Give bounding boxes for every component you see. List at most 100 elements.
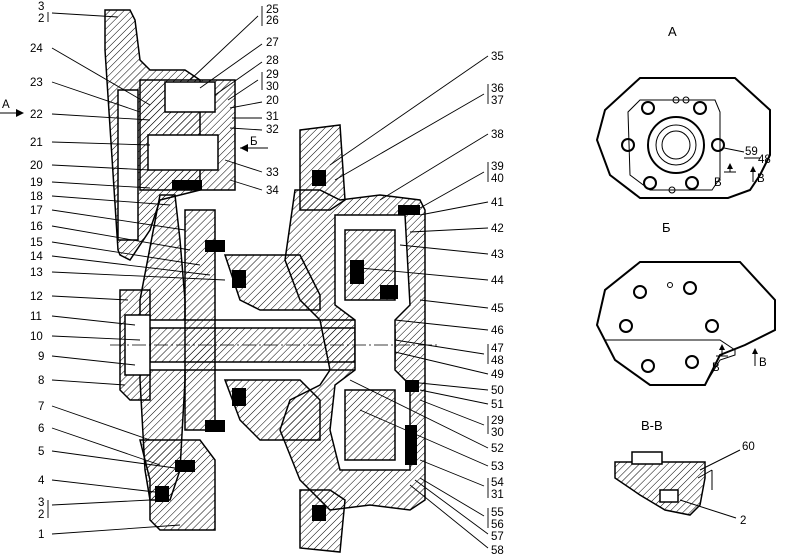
section-label-b: Б — [250, 136, 258, 148]
left-gear-bearing — [205, 240, 225, 252]
label-24: 24 — [30, 43, 43, 55]
label-26: 26 — [266, 15, 279, 27]
view-b-bolt-2 — [683, 281, 697, 295]
view-a-label-v1: В — [714, 177, 722, 189]
label-28: 28 — [266, 55, 279, 67]
view-a-label-v2: В — [757, 173, 765, 185]
label-19: 19 — [30, 177, 43, 189]
view-b-bolt-1 — [633, 285, 647, 299]
label-57: 57 — [491, 531, 504, 543]
view-vv-label-60: 60 — [742, 441, 755, 453]
view-a-plate — [627, 99, 721, 191]
lower-gear-teeth — [175, 460, 195, 472]
view-vv-section — [614, 461, 706, 516]
view-vv-bolt-head — [631, 451, 663, 465]
label-30-right: 30 — [491, 427, 504, 439]
label-23: 23 — [30, 77, 43, 89]
label-36: 36 — [491, 83, 504, 95]
view-vv-leader-2 — [679, 499, 737, 519]
label-39: 39 — [491, 161, 504, 173]
view-a-label-59: 59 — [745, 146, 758, 158]
view-a-bolt-4 — [711, 138, 725, 152]
label-17: 17 — [30, 205, 43, 217]
label-43: 43 — [491, 249, 504, 261]
label-54: 54 — [491, 477, 504, 489]
label-2-bottom: 2 — [38, 509, 44, 521]
view-b-bolt-4 — [705, 319, 719, 333]
label-15: 15 — [30, 237, 43, 249]
label-52: 52 — [491, 443, 504, 455]
label-47: 47 — [491, 343, 504, 355]
label-56: 56 — [491, 519, 504, 531]
gear-ring-top — [299, 124, 346, 211]
right-leaders — [329, 55, 489, 549]
label-32: 32 — [266, 124, 279, 136]
view-vv-title: В-В — [641, 418, 663, 433]
arrow-a-label: А — [2, 99, 10, 111]
view-b: Б В В — [595, 220, 776, 386]
small-bearing-2 — [232, 388, 246, 406]
label-35: 35 — [491, 51, 504, 63]
clutch-bearing — [350, 260, 364, 284]
label-1: 1 — [38, 529, 44, 541]
view-b-bolt-5 — [641, 359, 655, 373]
label-16: 16 — [30, 221, 43, 233]
view-a-label-48: 48 — [758, 154, 771, 166]
view-a-leader-59 — [723, 147, 745, 153]
view-b-title: Б — [662, 220, 671, 235]
label-5: 5 — [38, 446, 44, 458]
clutch-bearing-2 — [380, 285, 398, 299]
view-b-hole — [667, 282, 673, 288]
view-a-bolt-6 — [685, 176, 699, 190]
label-11: 11 — [30, 311, 42, 323]
view-a-hole-3 — [668, 186, 676, 194]
view-a-outline — [595, 77, 771, 199]
label-45: 45 — [491, 303, 504, 315]
label-9: 9 — [38, 351, 44, 363]
label-29-right: 29 — [491, 415, 504, 427]
upper-bearing-2 — [172, 180, 202, 190]
label-10: 10 — [30, 331, 43, 343]
view-a-bolt-2 — [693, 101, 707, 115]
label-42: 42 — [491, 223, 504, 235]
upper-shaft — [147, 134, 219, 171]
view-b-bolt-3 — [619, 319, 633, 333]
right-seal — [398, 205, 420, 215]
view-b-outline — [595, 261, 776, 386]
label-41: 41 — [491, 197, 504, 209]
view-a-hub — [647, 116, 705, 174]
label-40: 40 — [491, 173, 504, 185]
label-34: 34 — [266, 185, 279, 197]
view-a: А 59 48 В В — [595, 24, 771, 199]
label-31-right: 31 — [491, 489, 504, 501]
label-8: 8 — [38, 375, 44, 387]
label-51: 51 — [491, 399, 504, 411]
label-33: 33 — [266, 167, 279, 179]
label-37: 37 — [491, 95, 504, 107]
label-49: 49 — [491, 369, 504, 381]
label-22: 22 — [30, 109, 43, 121]
view-b-plate — [605, 339, 736, 386]
label-20-left: 20 — [30, 160, 43, 172]
right-seal-2 — [405, 425, 417, 465]
view-vv-leader-60 — [699, 449, 741, 471]
label-4: 4 — [38, 475, 45, 487]
bottom-flange — [139, 439, 216, 531]
view-b-label-v1: В — [712, 362, 720, 374]
view-b-bolt-6 — [685, 355, 699, 369]
view-a-title: А — [668, 24, 677, 39]
left-gear-bearing-2 — [205, 420, 225, 432]
label-30-mid: 30 — [266, 81, 279, 93]
main-section — [104, 9, 440, 553]
label-3-top: 3 — [38, 1, 44, 13]
label-44: 44 — [491, 275, 504, 287]
right-label-group: 35 36 37 38 39 40 41 42 43 44 45 46 47 4… — [491, 51, 504, 557]
clutch-pack-lower — [344, 389, 396, 461]
section-arrow-b-head — [240, 144, 248, 152]
label-58: 58 — [491, 545, 504, 557]
label-12: 12 — [30, 291, 43, 303]
view-b-label-v2: В — [759, 357, 767, 369]
view-arrow-a: А — [0, 99, 24, 117]
label-46: 46 — [491, 325, 504, 337]
view-vv: В-В 60 2 — [614, 418, 755, 527]
